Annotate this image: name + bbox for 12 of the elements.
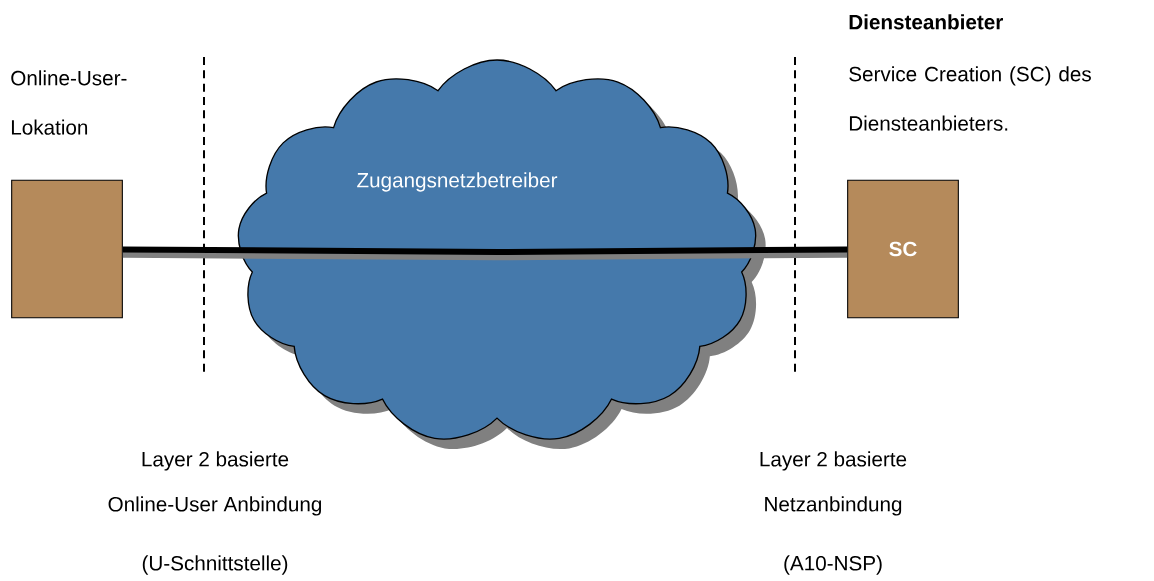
caption-text: Online-User-Lokation <box>11 70 127 135</box>
annotation-text: (U-Schnittstelle) <box>142 555 288 575</box>
connection-line <box>497 246 848 261</box>
annotation-text: (A10-NSP) <box>784 555 882 575</box>
caption-text: Service Creation (SC) des Diensteanbieters. <box>849 66 1091 131</box>
annotation-text: Netzanbindung <box>765 496 902 516</box>
annotation-text: Layer 2 basierte <box>142 451 289 471</box>
annotation-text: Layer 2 basierte <box>760 451 907 471</box>
heading: Diensteanbieter <box>849 14 1003 30</box>
connection-line <box>122 246 498 261</box>
annotation-text: Online-User Anbindung <box>108 496 322 516</box>
labeled-box: SC <box>847 179 959 319</box>
